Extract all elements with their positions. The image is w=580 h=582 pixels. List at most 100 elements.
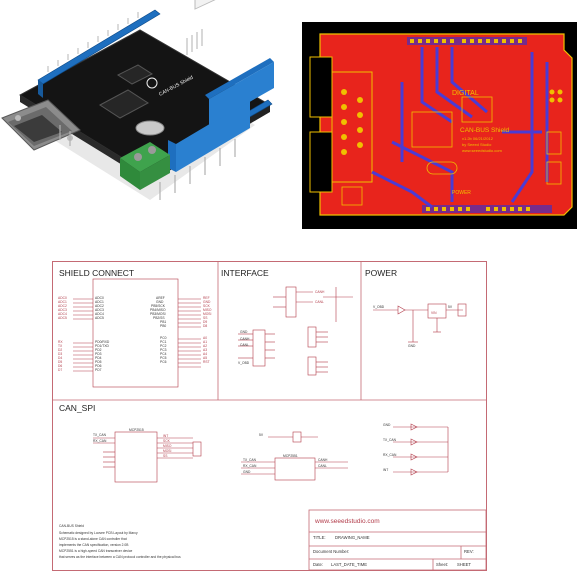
net-label: ADC5 [58,316,67,320]
net-label: GND [240,330,248,334]
note-line: Schematic designed by Loovee PCB Layout … [59,531,138,535]
pin-label: ADC2 [95,304,104,308]
title-block-date-label: Date: [313,562,324,567]
net-label: CANH [315,290,325,294]
note-line: CAN-BUS Shield [59,524,84,528]
pin-label: ADC5 [95,316,104,320]
net-label: SCK [203,304,210,308]
net-label: A3 [203,348,208,352]
pin-label: PD4 [95,356,102,360]
net-label: D3 [58,352,63,356]
pin-label: AREF [156,296,165,300]
net-label: TX [58,344,63,348]
net-label: SS [203,316,208,320]
net-label: D6 [58,364,63,368]
net-label: 5V [259,433,264,437]
net-label: VIN [431,311,437,315]
pin-label: PD2 [95,348,102,352]
net-label: GND [383,423,391,427]
net-label: RX_CAN [383,453,397,457]
net-label: SCK [163,439,170,443]
pcb-layout: DIGITAL CAN-BUS Shield v1.2b 06/21/2012 … [302,22,577,229]
pin-label: PB0 [160,324,167,328]
net-label: TX_CAN [243,458,257,462]
net-label: V_OBD [238,361,250,365]
net-label: REF [203,296,210,300]
note-line: MCP2515 is a stand-alone CAN controller … [59,537,127,541]
net-label: ADC4 [58,312,67,316]
note-line: implements the CAN specification, versio… [59,543,129,547]
net-label: MOSI [163,449,172,453]
pin-label: PD3 [95,352,102,356]
net-label: D5 [58,360,63,364]
pin-label: ADC3 [95,308,104,312]
net-label: GND [203,300,211,304]
net-label: A4 [203,352,208,356]
pcb-label-date: v1.2b 06/21/2012 [462,136,494,141]
net-label: 5V [448,305,453,309]
net-label: D7 [58,368,63,372]
net-label: ADC0 [58,296,67,300]
pin-label: PB3/MOSI [150,312,166,316]
pin-label: PB2/SS [153,316,165,320]
net-label: D8 [203,324,208,328]
net-label: MISO [163,444,172,448]
net-label: CANL [240,343,249,347]
schematic-lines [53,262,486,570]
net-label: A0 [203,336,208,340]
net-label: INT [163,434,169,438]
schematic-sheet: SHIELD CONNECT INTERFACE POWER CAN_SPI A… [52,261,487,571]
net-label: SS [163,454,168,458]
pin-label: ADC1 [95,300,104,304]
section-title-power: POWER [365,268,398,278]
pin-label: PB5/SCK [151,304,165,308]
net-label: TX_CAN [383,438,397,442]
net-label: CANL [318,464,327,468]
net-label: MOSI [203,312,212,316]
net-label: ADC3 [58,308,67,312]
net-label: RX_CAN [243,464,257,468]
note-line: MCP2551 is a high-speed CAN transceiver … [59,549,133,553]
net-label: D9 [203,320,208,324]
pin-label: ADC0 [95,296,104,300]
pin-label: PD0/RXD [95,340,110,344]
pin-label: PC5 [160,356,167,360]
net-label: MISO [203,308,212,312]
pin-label: ADC4 [95,312,104,316]
net-label: RX_CAN [93,439,107,443]
net-label: CANH [318,458,328,462]
title-block-title-label: TITLE: [313,535,326,540]
pin-label: PD5 [95,360,102,364]
pin-label: PC2 [160,344,167,348]
product-photo: CAN-BUS Shield [0,0,292,235]
net-label: ADC2 [58,304,67,308]
pcb-label-url: www.seeedstudio.com [462,148,502,153]
net-label: INT [383,468,389,472]
title-block-document-label: Document Number: [313,549,350,554]
pcb-label-title: CAN-BUS Shield [460,127,510,134]
title-block-website: www.seeedstudio.com [315,518,380,525]
net-label: V_OBD [373,305,385,309]
net-label: A2 [203,344,208,348]
net-label: D4 [58,356,63,360]
section-title-can-spi: CAN_SPI [59,403,96,413]
net-label: GND [408,344,416,348]
pin-label: PC1 [160,340,167,344]
title-block-sheet-value: SHEET [457,562,471,567]
net-label: CANH [240,337,250,341]
title-block-rev-label: REV: [464,549,474,554]
can-bus-shield-photo: CAN-BUS Shield [1,0,274,200]
pcb-label-power: POWER [452,190,471,196]
section-title-shield-connect: SHIELD CONNECT [59,268,135,278]
net-label: TX_CAN [93,433,107,437]
net-label: A5 [203,356,208,360]
pin-label: PD6 [95,364,102,368]
pin-label: PC0 [160,336,167,340]
net-label: CANL [315,300,324,304]
net-label: ADC1 [58,300,67,304]
chip-label: MCP2551 [283,454,298,458]
pin-label: PC6 [160,360,167,364]
pcb-label-vendor: by Seeed Studio [462,142,492,147]
title-block-sheet-label: Sheet: [436,562,449,567]
net-label: RX [58,340,63,344]
